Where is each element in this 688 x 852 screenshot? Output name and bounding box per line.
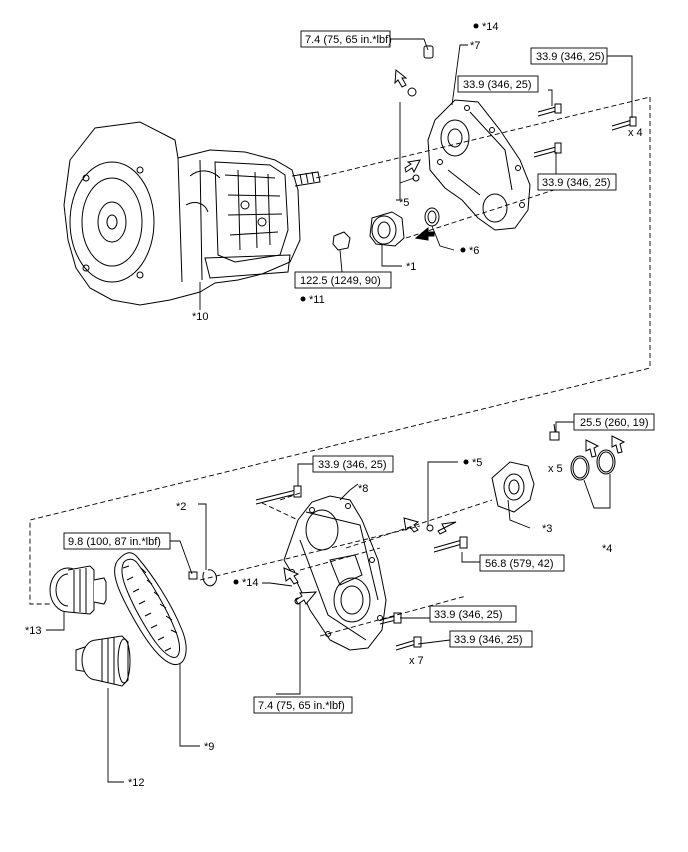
torque-box: 7.4 (75, 65 in.*lbf) (300, 30, 392, 48)
callout-label: *5 (472, 457, 482, 469)
leader-lines (46, 38, 633, 783)
o-rings (570, 449, 616, 481)
callout-label: *13 (25, 625, 42, 637)
callout-label: *6 (469, 245, 479, 257)
top-small-parts (332, 45, 637, 251)
callout-label: *1 (406, 261, 416, 273)
torque-box: 122.5 (1249, 90) (294, 271, 392, 289)
callout-label: *7 (470, 40, 480, 52)
drive-sprocket (49, 565, 107, 615)
bottom-dashed-lines (199, 492, 493, 637)
quantity-label: x 5 (548, 463, 563, 475)
top-dashed-lines (29, 96, 651, 605)
torque-value: 33.9 (346, 25) (318, 459, 387, 471)
callout-label: *2 (176, 501, 186, 513)
quantity-label: x 4 (628, 127, 643, 139)
callout-label: *14 (482, 21, 499, 33)
drive-chain (114, 552, 187, 666)
torque-box: 56.8 (579, 42) (479, 554, 565, 572)
callout-label: *14 (242, 577, 259, 589)
torque-value: 33.9 (346, 25) (536, 51, 605, 63)
case-cover (491, 461, 535, 513)
torque-value: 7.4 (75, 65 in.*lbf) (305, 34, 392, 46)
torque-value: 122.5 (1249, 90) (300, 275, 381, 287)
torque-box: 33.9 (346, 25) (457, 75, 539, 93)
torque-spec-boxes: 7.4 (75, 65 in.*lbf) 33.9 (346, 25) 33.9… (63, 30, 655, 714)
torque-value: 33.9 (346, 25) (542, 177, 611, 189)
torque-box: 33.9 (346, 25) (537, 173, 617, 191)
callout-label: *10 (192, 311, 209, 323)
torque-value: 33.9 (346, 25) (434, 609, 503, 621)
extension-housing (427, 99, 531, 231)
callout-labels: *14 *7 *5 *6 *1 *11 *10 *5 *8 *3 *4 *2 *… (25, 21, 612, 789)
callout-label: *9 (204, 741, 214, 753)
torque-value: 7.4 (75, 65 in.*lbf) (258, 700, 345, 712)
torque-box: 9.8 (100, 87 in.*lbf) (63, 532, 171, 550)
torque-box: 33.9 (346, 25) (312, 455, 394, 473)
torque-value: 25.5 (260, 19) (580, 417, 649, 429)
callout-label: *5 (399, 197, 409, 209)
top-arrows (394, 69, 435, 241)
driven-sprocket (75, 635, 131, 687)
torque-box: 25.5 (260, 19) (573, 413, 655, 431)
torque-box: 33.9 (346, 25) (449, 630, 533, 648)
torque-box: 33.9 (346, 25) (530, 47, 608, 65)
quantity-labels: x 4 x 5 x 7 (409, 127, 643, 667)
torque-value: 9.8 (100, 87 in.*lbf) (68, 536, 161, 548)
callout-label: *11 (309, 294, 325, 306)
callout-label: *3 (542, 523, 552, 535)
torque-value: 33.9 (346, 25) (454, 634, 523, 646)
callout-label: *4 (602, 543, 612, 555)
torque-box: 7.4 (75, 65 in.*lbf) (253, 696, 353, 714)
callout-label: *8 (358, 483, 368, 495)
torque-value: 33.9 (346, 25) (463, 79, 532, 91)
front-case (283, 495, 387, 651)
torque-box: 33.9 (346, 25) (429, 605, 517, 623)
torque-value: 56.8 (579, 42) (485, 558, 554, 570)
quantity-label: x 7 (409, 655, 424, 667)
transmission-assembly (63, 121, 321, 306)
callout-label: *12 (128, 777, 145, 789)
